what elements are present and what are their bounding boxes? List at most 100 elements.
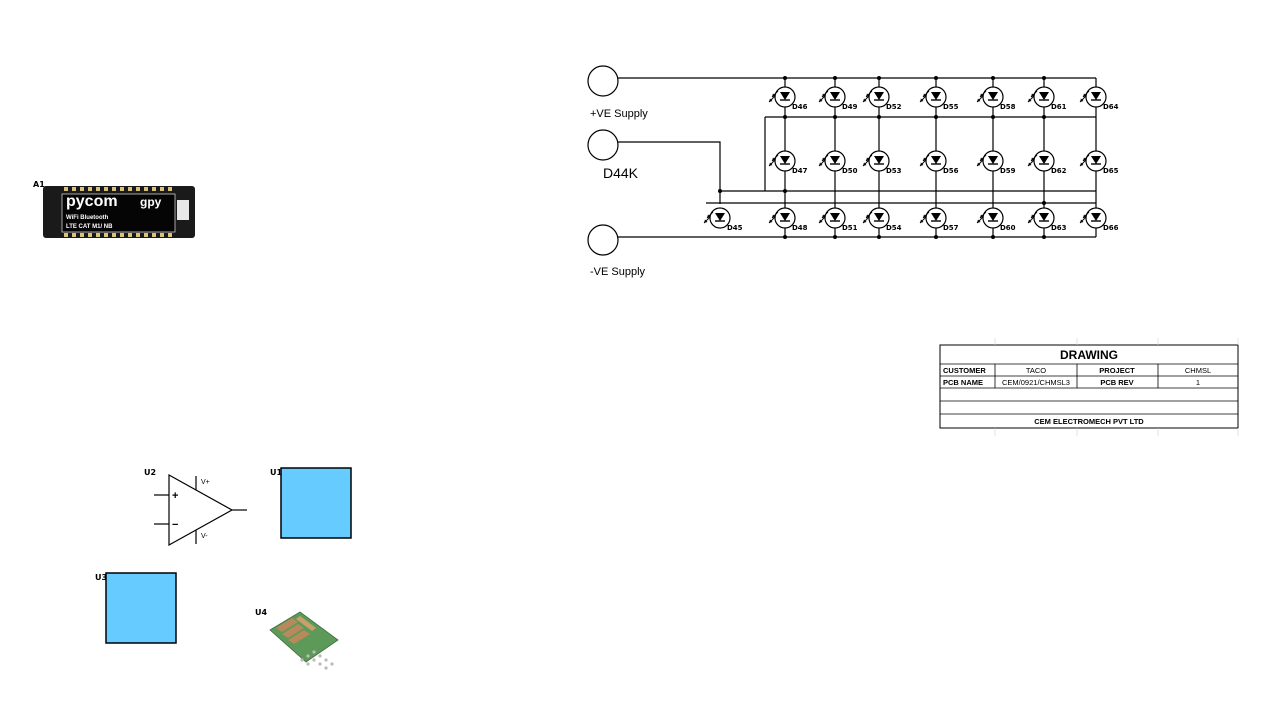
component-u3[interactable]: U3 bbox=[95, 572, 177, 644]
led-d62[interactable]: D62 bbox=[1027, 150, 1067, 175]
led-label: D55 bbox=[943, 103, 959, 111]
led-d61[interactable]: D61 bbox=[1027, 86, 1067, 111]
led-anode-triangle bbox=[1039, 213, 1049, 221]
led-anode-triangle bbox=[874, 92, 884, 100]
a1-ref: A1 bbox=[33, 180, 45, 189]
negative-supply-terminal[interactable] bbox=[587, 224, 619, 256]
led-emission-arrows bbox=[768, 211, 779, 224]
led-emission-arrows bbox=[1027, 211, 1038, 224]
a1-line2: LTE CAT M1/ NB bbox=[66, 224, 113, 230]
led-anode-triangle bbox=[780, 213, 790, 221]
led-d49[interactable]: D49 bbox=[818, 86, 858, 111]
led-d59[interactable]: D59 bbox=[976, 150, 1016, 175]
led-anode-triangle bbox=[931, 92, 941, 100]
a1-sub-brand: gpy bbox=[140, 195, 162, 209]
led-label: D51 bbox=[842, 224, 858, 232]
led-d45[interactable]: D45 bbox=[703, 207, 743, 232]
led-emission-arrows bbox=[976, 154, 987, 167]
led-label: D64 bbox=[1103, 103, 1119, 111]
led-label: D52 bbox=[886, 103, 902, 111]
pcb-name-label: PCB NAME bbox=[943, 378, 983, 387]
led-emission-arrows bbox=[1027, 154, 1038, 167]
u2-ref: U2 bbox=[144, 468, 156, 477]
led-schematic: +VE Supply D44K -VE Supply bbox=[587, 65, 1119, 278]
u3-body bbox=[105, 572, 177, 644]
led-emission-arrows bbox=[919, 90, 930, 103]
led-label: D65 bbox=[1103, 167, 1119, 175]
u2-triangle bbox=[168, 473, 234, 547]
led-label: D49 bbox=[842, 103, 858, 111]
led-emission-arrows bbox=[1079, 90, 1090, 103]
led-d52[interactable]: D52 bbox=[862, 86, 902, 111]
a1-connector bbox=[177, 200, 189, 220]
positive-supply-terminal[interactable] bbox=[587, 65, 619, 97]
led-d58[interactable]: D58 bbox=[976, 86, 1016, 111]
led-d57[interactable]: D57 bbox=[919, 207, 959, 232]
component-u4[interactable]: U4 bbox=[255, 608, 339, 670]
led-anode-triangle bbox=[1091, 92, 1101, 100]
led-emission-arrows bbox=[862, 211, 873, 224]
led-anode-triangle bbox=[931, 213, 941, 221]
company-name: CEM ELECTROMECH PVT LTD bbox=[1034, 417, 1144, 426]
led-d46[interactable]: D46 bbox=[768, 86, 808, 111]
component-u1[interactable]: U1 bbox=[270, 467, 352, 539]
led-emission-arrows bbox=[768, 154, 779, 167]
d44k-terminal[interactable] bbox=[587, 129, 619, 161]
led-anode-triangle bbox=[988, 156, 998, 164]
u3-ref: U3 bbox=[95, 573, 107, 582]
led-anode-triangle bbox=[931, 156, 941, 164]
led-emission-arrows bbox=[1079, 154, 1090, 167]
led-d53[interactable]: D53 bbox=[862, 150, 902, 175]
led-anode-triangle bbox=[988, 92, 998, 100]
led-d65[interactable]: D65 bbox=[1079, 150, 1119, 175]
led-anode-triangle bbox=[830, 92, 840, 100]
led-emission-arrows bbox=[976, 90, 987, 103]
led-label: D54 bbox=[886, 224, 902, 232]
component-u2[interactable]: U2 + − V+ V- bbox=[144, 468, 247, 547]
led-d54[interactable]: D54 bbox=[862, 207, 902, 232]
u2-minus-sign: − bbox=[172, 519, 178, 531]
led-d50[interactable]: D50 bbox=[818, 150, 858, 175]
customer-label: CUSTOMER bbox=[943, 366, 986, 375]
led-d63[interactable]: D63 bbox=[1027, 207, 1067, 232]
led-anode-triangle bbox=[780, 92, 790, 100]
led-label: D53 bbox=[886, 167, 902, 175]
component-a1[interactable]: A1 pycom gpy WiFi Bluetooth LTE CAT M1/ … bbox=[33, 180, 195, 238]
led-d55[interactable]: D55 bbox=[919, 86, 959, 111]
led-label: D62 bbox=[1051, 167, 1067, 175]
led-d48[interactable]: D48 bbox=[768, 207, 808, 232]
net-label-d44k: D44K bbox=[603, 165, 639, 181]
led-emission-arrows bbox=[1079, 211, 1090, 224]
junction-dots bbox=[718, 76, 1046, 239]
led-emission-arrows bbox=[862, 154, 873, 167]
pcb-rev-label: PCB REV bbox=[1100, 378, 1133, 387]
led-label: D45 bbox=[727, 224, 743, 232]
schematic-wires bbox=[618, 77, 1097, 238]
led-anode-triangle bbox=[874, 156, 884, 164]
led-anode-triangle bbox=[1039, 92, 1049, 100]
project-value: CHMSL bbox=[1185, 366, 1211, 375]
u2-vplus-label: V+ bbox=[201, 479, 210, 486]
led-d56[interactable]: D56 bbox=[919, 150, 959, 175]
led-label: D66 bbox=[1103, 224, 1119, 232]
led-d51[interactable]: D51 bbox=[818, 207, 858, 232]
led-label: D56 bbox=[943, 167, 959, 175]
led-anode-triangle bbox=[715, 213, 725, 221]
led-d66[interactable]: D66 bbox=[1079, 207, 1119, 232]
led-emission-arrows bbox=[818, 90, 829, 103]
led-emission-arrows bbox=[919, 154, 930, 167]
negative-supply-label: -VE Supply bbox=[590, 266, 646, 278]
a1-line1: WiFi Bluetooth bbox=[66, 215, 109, 221]
led-group: D46D47D48D49D50D51D52D53D54D55D56D57D58D… bbox=[703, 86, 1119, 232]
led-label: D46 bbox=[792, 103, 808, 111]
title-block-heading: DRAWING bbox=[1060, 348, 1118, 362]
led-d60[interactable]: D60 bbox=[976, 207, 1016, 232]
led-label: D58 bbox=[1000, 103, 1016, 111]
u2-vminus-label: V- bbox=[201, 533, 208, 540]
led-d47[interactable]: D47 bbox=[768, 150, 808, 175]
a1-module bbox=[61, 193, 176, 233]
led-anode-triangle bbox=[780, 156, 790, 164]
u1-body bbox=[280, 467, 352, 539]
led-d64[interactable]: D64 bbox=[1079, 86, 1119, 111]
